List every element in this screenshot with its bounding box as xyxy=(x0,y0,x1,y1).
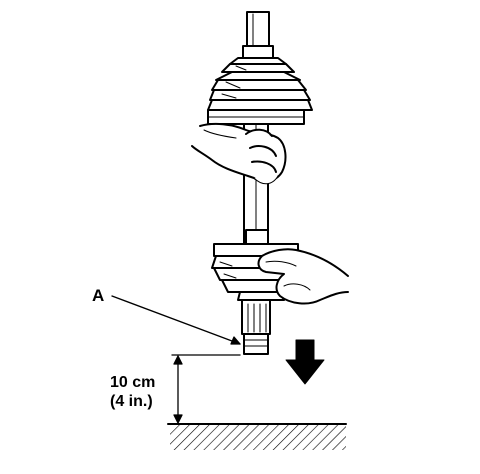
height-dimension xyxy=(171,354,241,424)
upper-hand xyxy=(191,122,287,185)
drop-height-imperial: (4 in.) xyxy=(110,393,153,410)
callout-label-a: A xyxy=(92,286,105,305)
splined-stub xyxy=(241,299,271,355)
upper-shaft-end xyxy=(242,11,274,59)
drop-arrow-icon xyxy=(285,339,325,385)
drop-height-label: 10 cm (4 in.) xyxy=(110,373,155,411)
outboard-joint-boot xyxy=(207,57,313,125)
drop-height-metric: 10 cm xyxy=(110,374,156,391)
ground-surface xyxy=(167,423,347,450)
callout-leader-a xyxy=(111,295,241,345)
lower-hand xyxy=(257,248,349,305)
